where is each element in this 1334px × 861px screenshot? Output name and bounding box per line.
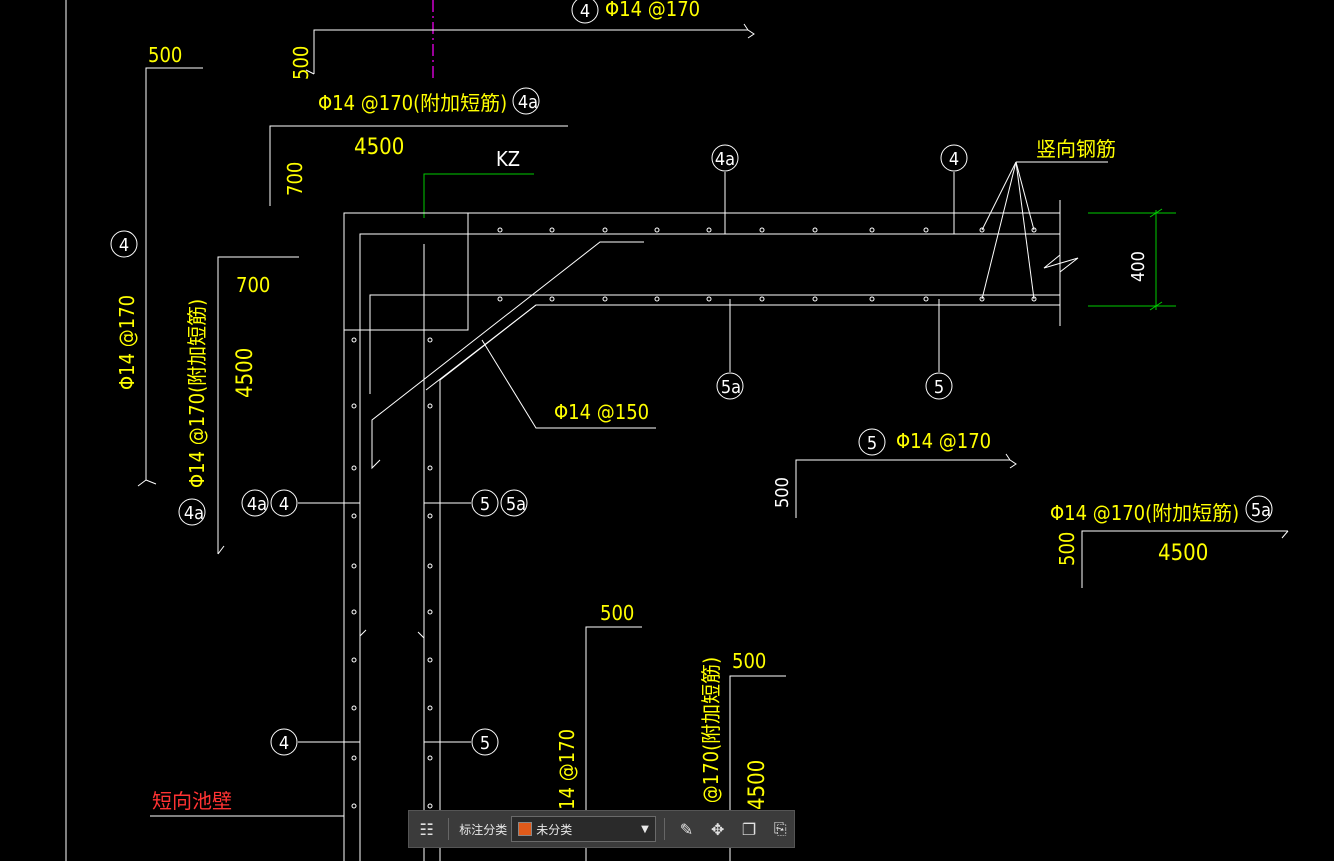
rebar-label: 竖向钢筋	[1036, 137, 1116, 161]
edit-icon[interactable]: ✎	[679, 819, 694, 839]
marker-text: 5a	[1251, 500, 1271, 521]
move-icon[interactable]: ✥	[711, 819, 725, 839]
marker-text: 4	[119, 235, 129, 256]
rebar-label: Φ14 @170(附加短筋)	[318, 91, 507, 115]
marker-5a-wall	[500, 489, 528, 517]
bottom-rebar	[585, 626, 642, 861]
marker-5-low	[925, 372, 953, 400]
marker-4a-mid	[711, 144, 739, 172]
grid-icon[interactable]: ☷	[419, 819, 434, 839]
dim-text: 500	[732, 649, 766, 673]
rebar-label: Φ14 @170(附加短筋)	[1050, 501, 1239, 525]
kz-label: KZ	[496, 147, 520, 171]
marker-text: 5	[480, 494, 490, 515]
marker-4-bottom	[270, 728, 298, 756]
marker-text: 4	[580, 1, 590, 22]
marker-text: 4	[279, 494, 289, 515]
dim-text: 4500	[354, 135, 404, 160]
marker-text: 5	[934, 377, 944, 398]
dimension-400	[1088, 208, 1176, 311]
bar-5	[795, 453, 1017, 518]
category-select[interactable]: 未分类 ▼	[511, 816, 656, 842]
marker-text: 4a	[518, 92, 538, 113]
rebar-label: Φ14 @150	[554, 400, 649, 424]
rebar-label: Φ14 @170(附加短筋)	[185, 299, 209, 488]
marker-text: 5	[867, 433, 877, 454]
marker-5a-right	[1245, 495, 1273, 523]
diag-leader	[481, 339, 656, 429]
marker-4-top	[571, 0, 599, 24]
dim-text: 400	[1128, 251, 1149, 282]
dim-text: 500	[600, 601, 634, 625]
dim-text: 500	[148, 43, 182, 67]
toolbar-label: 标注分类	[459, 822, 508, 837]
extra-bar-left	[217, 256, 299, 555]
wall-label: 短向池壁	[152, 789, 232, 813]
wall-outline	[343, 200, 1079, 861]
bottom-extra-bar	[729, 675, 786, 861]
marker-5a-low	[716, 372, 744, 400]
dim-text: 700	[283, 162, 307, 196]
marker-4a-left	[178, 498, 206, 526]
chevron-down-icon: ▼	[641, 823, 649, 835]
marker-text: 4	[279, 733, 289, 754]
dim-text: 4500	[745, 760, 770, 810]
color-swatch	[518, 822, 533, 836]
left-rebar-4	[137, 67, 203, 487]
dim-text: 500	[772, 477, 793, 508]
paste-icon[interactable]: ⎘	[773, 819, 787, 838]
dim-text: 4500	[233, 348, 258, 398]
rebar-dots	[351, 227, 1037, 809]
marker-text: 5a	[721, 377, 741, 398]
marker-4-mid	[940, 144, 968, 172]
marker-text: 4a	[715, 149, 735, 170]
marker-text: 4a	[184, 503, 204, 524]
rebar-label: Φ14 @170	[896, 429, 991, 453]
marker-5-bottom	[471, 728, 499, 756]
extra-bar-top	[269, 125, 568, 206]
dim-text: 500	[1055, 532, 1079, 566]
marker-4-wall	[270, 489, 298, 517]
marker-text: 5	[480, 733, 490, 754]
marker-text: 4	[949, 149, 959, 170]
kz-leader	[423, 173, 534, 218]
copy-icon[interactable]: ❐	[741, 819, 757, 839]
rebar-label: Φ14 @170	[115, 295, 139, 390]
dim-text: 500	[289, 46, 313, 80]
rebar-label: Φ14 @170	[605, 0, 700, 21]
marker-text: 5a	[506, 494, 526, 515]
dim-text: 4500	[1158, 541, 1208, 566]
marker-5-bar	[858, 428, 886, 456]
marker-4a-top	[512, 87, 540, 115]
dim-text: 700	[236, 273, 270, 297]
annotation-toolbar: ☷ 标注分类 未分类 ▼ ✎ ✥ ❐ ⎘	[408, 810, 795, 848]
extra-bar-right	[1081, 530, 1289, 588]
rebar-label: Φ14 @170	[555, 729, 579, 824]
selected-category: 未分类	[536, 822, 573, 837]
top-rebar-4	[305, 23, 755, 75]
marker-4-left	[110, 230, 138, 258]
divider	[663, 818, 665, 840]
marker-4a-wall	[241, 489, 269, 517]
marker-text: 4a	[247, 494, 267, 515]
divider	[448, 818, 450, 840]
marker-5-wall	[471, 489, 499, 517]
vertical-rebar-leader	[981, 161, 1108, 300]
